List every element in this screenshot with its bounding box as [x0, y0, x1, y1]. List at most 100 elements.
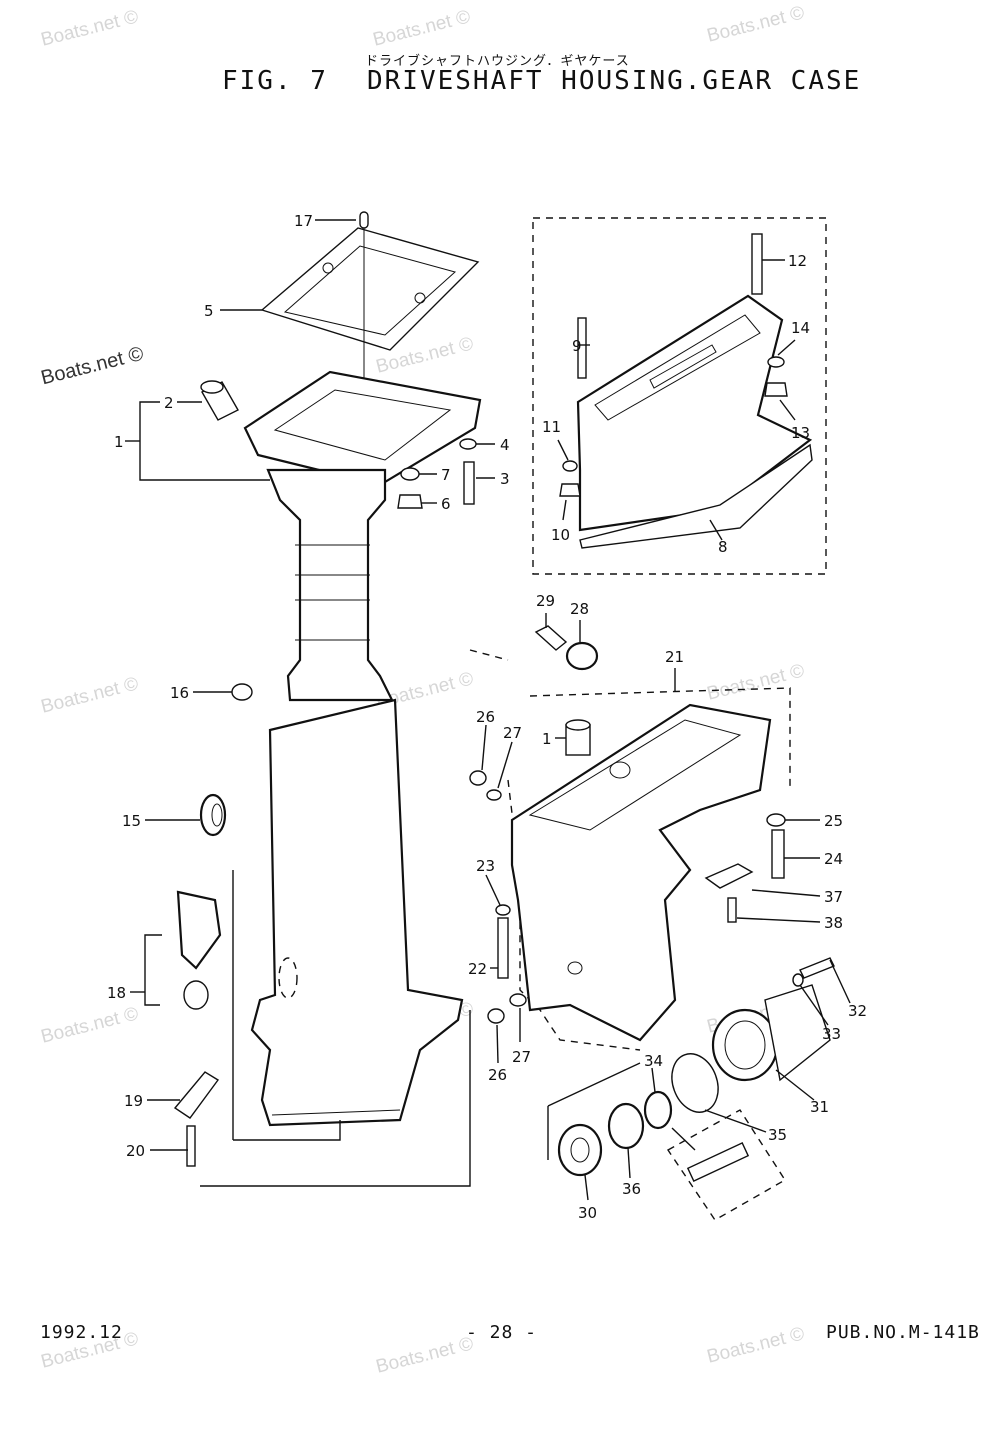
- figure-title: DRIVESHAFT HOUSING.GEAR CASE: [367, 66, 862, 96]
- collar-end: [200, 380, 224, 394]
- bolt-part: [497, 917, 509, 979]
- callout-leaders: [125, 219, 851, 1201]
- callout-labels: 17 5 2 1 4 3 7 6 16 15 18 19 20 12 9 14 …: [107, 212, 867, 1222]
- callout-label: 15: [122, 812, 141, 830]
- callout-label: 3: [500, 470, 510, 488]
- callout-label: 1: [114, 433, 124, 451]
- callout-label: 23: [476, 857, 495, 875]
- leader-line: [200, 1010, 471, 1187]
- callout-label: 27: [503, 724, 522, 742]
- callout-label: 21: [665, 648, 684, 666]
- o-ring-part: [671, 1053, 719, 1113]
- callout-label: 30: [578, 1204, 597, 1222]
- callout-label: 28: [570, 600, 589, 618]
- figure-number: FIG. 7: [222, 66, 328, 96]
- callout-label: 17: [294, 212, 313, 230]
- housing-tower: [266, 468, 394, 702]
- adapter-slot: [649, 344, 717, 389]
- plug-part: [469, 770, 487, 786]
- callout-label: 8: [718, 538, 728, 556]
- upper-mount-plate: [243, 370, 482, 487]
- bolt-part: [534, 625, 568, 651]
- callout-label: 1: [542, 730, 552, 748]
- stud-bolt: [577, 317, 587, 379]
- callout-label: 38: [824, 914, 843, 932]
- bearing-part: [607, 1102, 645, 1150]
- exhaust-adapter: [576, 294, 813, 532]
- washer-part: [486, 789, 502, 801]
- callout-label: 11: [542, 418, 561, 436]
- bearing-part: [643, 1090, 673, 1130]
- bearing-top: [565, 719, 591, 731]
- trim-plate: [704, 863, 754, 889]
- footer-page-number: - 28 -: [466, 1322, 538, 1343]
- propshaft-part: [686, 1142, 750, 1182]
- callout-label: 31: [810, 1098, 829, 1116]
- bearing-part: [557, 1123, 603, 1177]
- callout-label: 25: [824, 812, 843, 830]
- diagram-subtitle: ドライブシャフトハウジング．ギヤケース: [365, 54, 630, 69]
- washer-part: [459, 438, 477, 450]
- washer-part: [767, 356, 785, 368]
- leader-line: [233, 1120, 341, 1141]
- washer-part: [562, 460, 578, 472]
- gear-case-dashed-outline: [529, 687, 791, 790]
- callout-label: 20: [126, 1142, 145, 1160]
- callout-label: 36: [622, 1180, 641, 1198]
- upper-mount-recess: [273, 389, 452, 461]
- gear-case-hole: [567, 961, 583, 975]
- bearing-bore: [570, 1137, 590, 1163]
- propshaft-housing-flange: [764, 984, 831, 1082]
- gear-case-body: [510, 703, 772, 1042]
- plug-part: [487, 1008, 505, 1024]
- callout-label: 9: [572, 337, 582, 355]
- gasket-hole: [414, 292, 426, 304]
- dowel-pin-part: [359, 211, 369, 229]
- adapter-gasket: [579, 443, 813, 549]
- callout-label: 12: [788, 252, 807, 270]
- grommet-hole: [211, 803, 223, 827]
- callout-label: 29: [536, 592, 555, 610]
- washer-part: [766, 813, 786, 827]
- exhaust-adapter-group: [532, 217, 827, 575]
- callout-label: 7: [441, 466, 451, 484]
- washer-part: [400, 467, 420, 481]
- housing-skeg-line: [271, 1109, 401, 1116]
- callout-label: 37: [824, 888, 843, 906]
- washer-part: [792, 973, 804, 987]
- callout-label: 26: [488, 1066, 507, 1084]
- driveshaft-housing: [173, 211, 482, 1187]
- screw-part: [186, 1125, 196, 1167]
- gear-case: [469, 625, 835, 1221]
- callout-label: 35: [768, 1126, 787, 1144]
- diagram-title: FIG. 7 DRIVESHAFT HOUSING.GEAR CASE: [222, 66, 861, 96]
- callout-label: 32: [848, 1002, 867, 1020]
- detail-dashed-box: [666, 1109, 786, 1221]
- callout-label: 14: [791, 319, 810, 337]
- damper-bracket: [176, 890, 222, 970]
- adapter-inner: [594, 314, 761, 421]
- stud-bolt: [751, 233, 763, 295]
- gasket-inner: [283, 245, 457, 336]
- callout-label: 19: [124, 1092, 143, 1110]
- callout-label: 24: [824, 850, 843, 868]
- gear-case-dashed-outline: [469, 649, 509, 661]
- bolt-part: [771, 829, 785, 879]
- gear-case-port: [609, 761, 631, 779]
- damper-rubber: [183, 980, 209, 1010]
- washer-part: [495, 904, 511, 916]
- gasket-hole: [322, 262, 334, 274]
- adapter-dashed-box: [532, 217, 827, 575]
- callout-label: 33: [822, 1025, 841, 1043]
- hidden-port: [278, 957, 298, 999]
- bolt-part: [463, 461, 475, 505]
- nut-part: [764, 382, 788, 397]
- callout-label: 16: [170, 684, 189, 702]
- grommet-part: [565, 641, 599, 671]
- callout-label: 27: [512, 1048, 531, 1066]
- callout-label: 2: [164, 394, 174, 412]
- nut-part: [397, 494, 423, 509]
- callout-label: 22: [468, 960, 487, 978]
- leader-line: [671, 1127, 696, 1151]
